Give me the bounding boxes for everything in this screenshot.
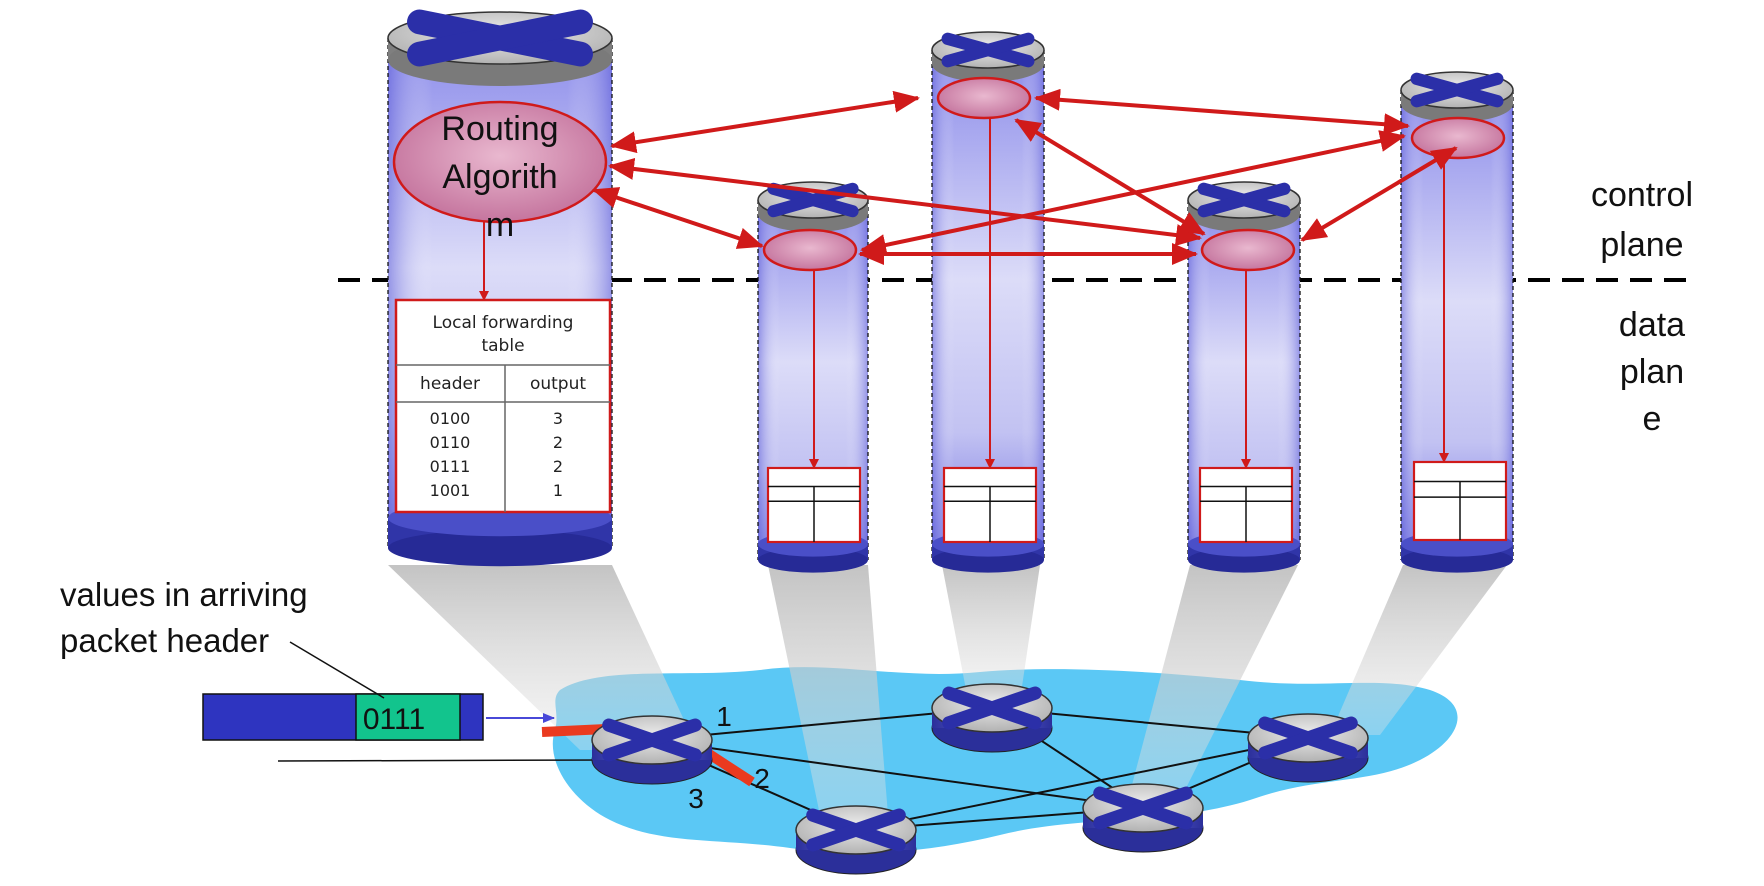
packet-header-value: 0111 [363, 703, 425, 736]
router-cross-stroke [407, 9, 593, 67]
cylinder-base-bottom [388, 529, 612, 567]
beam-router-4 [1128, 565, 1298, 800]
control-cylinder-2 [757, 181, 869, 573]
router-cross-icon [806, 808, 906, 852]
router-cross-stroke [1410, 72, 1504, 108]
table-row-header: 1001 [430, 481, 471, 500]
router-cross-stroke [602, 718, 702, 762]
table-row-header: 0100 [430, 409, 471, 428]
routing-algorithm-ellipse [1410, 116, 1506, 160]
table-row-output: 1 [553, 481, 563, 500]
network-router-3 [795, 805, 917, 875]
forwarding-table-rows: 0100 3 0110 2 0111 2 1001 1 [430, 409, 563, 500]
router-cross-icon [1410, 72, 1504, 108]
control-link [592, 187, 764, 249]
data-plane-label-3: e [1643, 400, 1662, 438]
control-cylinder-5 [1400, 71, 1514, 573]
table-row-output: 3 [553, 409, 563, 428]
routing-algorithm-ellipse [936, 76, 1032, 120]
router-cross-icon [1258, 716, 1358, 760]
incoming-line [277, 759, 611, 762]
router-cross-icon [602, 718, 702, 762]
control-plane-label-2: plane [1600, 226, 1683, 264]
network-link [855, 737, 1309, 831]
router-cross-stroke [806, 808, 906, 852]
control-plane-label-1: control [1591, 176, 1693, 214]
router-cross-icon [941, 32, 1035, 68]
table-row-output: 2 [553, 457, 563, 476]
packet-header-field [355, 693, 461, 741]
control-link [1300, 146, 1458, 242]
beam-router-5 [1330, 565, 1507, 735]
beam-router-2 [768, 565, 888, 815]
network-router-2 [931, 683, 1053, 753]
routing-algorithm-ellipse [392, 100, 608, 224]
projection-beams [388, 565, 1507, 815]
network-link [651, 739, 1144, 809]
column-output-label: output [530, 374, 586, 394]
port-label-1: 1 [716, 701, 732, 732]
table-row-output: 2 [553, 433, 563, 452]
packet-caption-line-2: packet header [60, 622, 269, 659]
network-router-5 [1247, 713, 1369, 783]
table-row-header: 0111 [430, 457, 471, 476]
router-cross-stroke [1093, 786, 1193, 830]
output-link-port-2 [703, 747, 755, 787]
router-cross-icon [1093, 786, 1193, 830]
port-label-3: 3 [688, 783, 704, 814]
router-cross-icon [407, 9, 593, 67]
routing-algorithm-ellipse [1200, 228, 1296, 272]
router-cross-icon [942, 686, 1042, 730]
routing-algorithm-line-3: m [486, 206, 514, 244]
network-router-1 [591, 715, 713, 785]
forwarding-table-title-2: table [481, 336, 524, 356]
routing-algorithm-line-2: Algorith [442, 158, 557, 196]
port-label-2: 2 [754, 763, 770, 794]
caption-pointer [289, 641, 385, 699]
router-cross-stroke [942, 686, 1042, 730]
data-plane-label-2: plan [1620, 353, 1684, 391]
network-cloud [552, 667, 1458, 853]
packet-caption-line-1: values in arriving [60, 576, 308, 613]
arriving-packet: 0111 [202, 693, 555, 741]
table-row-header: 0110 [430, 433, 471, 452]
routing-algorithm-ellipse [762, 228, 858, 272]
control-link [1034, 88, 1410, 136]
forwarding-table: Local forwarding table header output 010… [394, 298, 612, 514]
control-link [610, 90, 920, 154]
routing-algorithm-line-1: Routing [441, 110, 558, 148]
control-plane-links [592, 88, 1458, 265]
router-cross-stroke [1258, 716, 1358, 760]
forwarding-table-box [394, 298, 612, 514]
router-cross-stroke [941, 32, 1035, 68]
column-header-label: header [420, 374, 480, 394]
beam-router-3 [942, 565, 1040, 700]
forwarding-table-title-1: Local forwarding [433, 313, 574, 333]
control-cylinder-3 [931, 31, 1045, 573]
data-plane-label-1: data [1619, 306, 1685, 344]
network-router-4 [1082, 783, 1204, 853]
control-cylinder-4 [1187, 181, 1301, 573]
physical-routers [591, 683, 1369, 875]
beam-router-1 [388, 565, 698, 750]
